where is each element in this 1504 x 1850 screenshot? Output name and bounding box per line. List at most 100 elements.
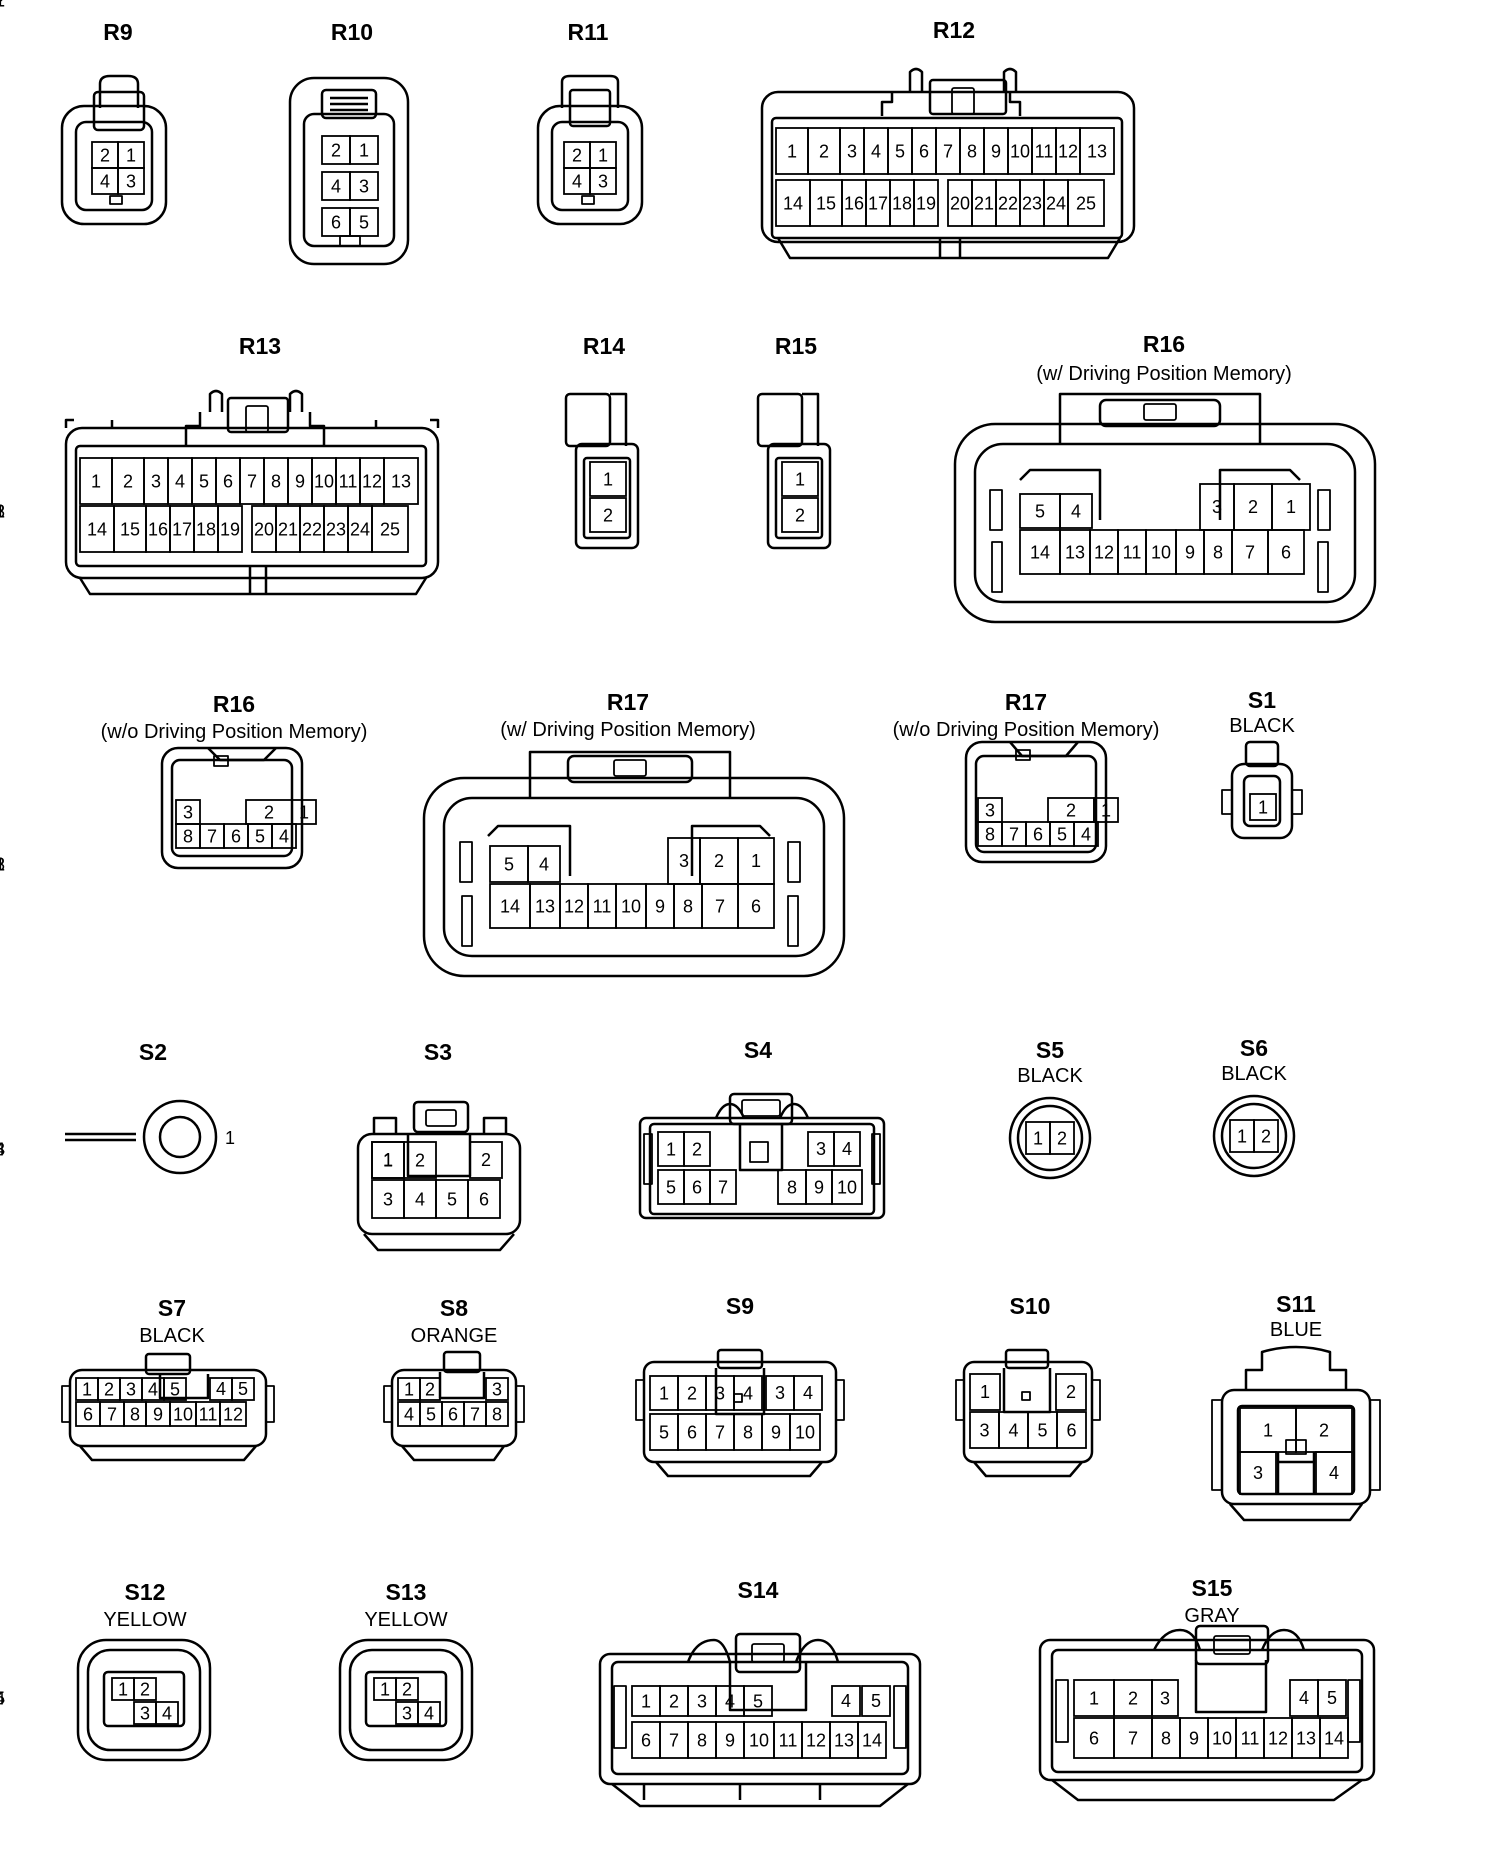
r17b-latch-notch	[1009, 741, 1079, 758]
pin-number: 1	[359, 141, 369, 161]
pin-number: 4	[415, 1190, 425, 1210]
connector-note: BLUE	[1270, 1319, 1322, 1341]
pin-cell	[831, 1169, 863, 1205]
s10-side-lug	[955, 1379, 965, 1421]
s8-skirt	[401, 1445, 506, 1462]
pin-number: 9	[1189, 1729, 1199, 1749]
pin-number: 3	[140, 1704, 150, 1724]
pin-number: 7	[715, 1423, 725, 1443]
connector-note: ORANGE	[411, 1325, 498, 1347]
pin-number: 12	[806, 1731, 826, 1751]
s15-side-rib	[1347, 1679, 1361, 1743]
connector-label: R17	[1005, 689, 1047, 715]
connector-note: YELLOW	[103, 1609, 186, 1631]
pin-number: 3	[979, 1421, 989, 1441]
pin-number: 3	[183, 803, 193, 823]
pin-number: 5	[1035, 502, 1045, 522]
pin-number: 4	[871, 142, 881, 162]
r17a-side-slot	[461, 895, 473, 947]
pin-number: 5	[426, 1405, 436, 1425]
r12-face	[770, 116, 1124, 240]
pin-number: 8	[271, 472, 281, 492]
s14-skirt-ribs	[642, 1784, 822, 1800]
pin-number: 3	[697, 1692, 707, 1712]
pin-number: 2	[0, 855, 5, 875]
connector-label: R14	[583, 333, 625, 359]
pin-number: 2	[331, 141, 341, 161]
pin-number: 7	[1245, 543, 1255, 563]
pin-number: 4	[1299, 1688, 1309, 1708]
pin-number: 4	[743, 1384, 753, 1404]
s10-key	[1021, 1391, 1031, 1401]
pin-number: 6	[751, 897, 761, 917]
s6-inner-ring	[1220, 1102, 1288, 1170]
r16a-latch-tab	[1143, 403, 1177, 421]
r10-housing	[288, 76, 410, 266]
pin-number: 9	[991, 142, 1001, 162]
pin-number: 7	[718, 1178, 728, 1198]
pin-number: 1	[751, 851, 761, 871]
pin-number: 8	[683, 897, 693, 917]
pin-number: 9	[153, 1405, 163, 1425]
pin-number: 4	[725, 1692, 735, 1712]
pin-number: 1	[0, 0, 5, 11]
pin-number: 3	[402, 1704, 412, 1724]
pin-number: 4	[216, 1379, 226, 1399]
pin-cell	[833, 1131, 861, 1167]
r17a-latch-frame	[528, 750, 732, 798]
pin-number: 8	[1161, 1729, 1171, 1749]
r12-ribs	[880, 92, 1022, 116]
pin-cell	[1056, 1411, 1087, 1449]
pin-number: 13	[1296, 1729, 1316, 1749]
pin-number: 2	[104, 1380, 114, 1400]
pin-number: 12	[223, 1405, 243, 1425]
r12-skirt	[776, 237, 1122, 260]
pin-number: 6	[1089, 1729, 1099, 1749]
pin-cell	[485, 1401, 509, 1427]
pin-number: 10	[314, 472, 334, 492]
pin-number: 3	[0, 1140, 5, 1160]
pin-number: 1	[91, 472, 101, 492]
s15-housing	[1038, 1638, 1376, 1782]
connector-label: R17	[607, 689, 649, 715]
s5-inner-ring	[1016, 1104, 1084, 1172]
connector-label: S14	[738, 1577, 779, 1603]
pin-cell	[1317, 1679, 1347, 1717]
s15-latch-tab	[1213, 1635, 1251, 1655]
pin-number: 2	[669, 1692, 679, 1712]
pin-number: 7	[247, 472, 257, 492]
s9-side-lug	[635, 1379, 645, 1421]
pin-number: 7	[107, 1405, 117, 1425]
pin-number: 5	[1327, 1688, 1337, 1708]
connector-note: BLACK	[1229, 715, 1295, 737]
connector-label: S9	[726, 1293, 754, 1319]
r17b-housing	[964, 740, 1108, 864]
r13-center-divider	[248, 566, 268, 594]
pin-number: 9	[655, 897, 665, 917]
s3-housing	[356, 1132, 522, 1236]
pin-number: 1	[659, 1384, 669, 1404]
pin-number: 11	[199, 1405, 218, 1425]
connector-label: R16	[1143, 331, 1185, 357]
pin-cell	[349, 171, 379, 201]
s3-latch-tab	[425, 1109, 457, 1127]
pin-number: 4	[175, 472, 185, 492]
connector-note: GRAY	[1184, 1605, 1239, 1627]
r16b-latch-tab	[213, 755, 229, 767]
r17a-side-rib	[787, 841, 801, 883]
pin-number: 2	[819, 142, 829, 162]
pin-number: 1	[1033, 1129, 1043, 1149]
pin-number: 25	[1076, 194, 1096, 214]
pin-number: 6	[479, 1190, 489, 1210]
pin-number: 14	[862, 1731, 882, 1751]
pin-number: 3	[1212, 497, 1222, 517]
r14-face	[582, 456, 632, 540]
s4-housing	[638, 1116, 886, 1220]
r15-face	[774, 456, 824, 540]
pin-number: 4	[1071, 502, 1081, 522]
pin-number: 2	[1319, 1421, 1329, 1441]
pin-cell	[589, 461, 627, 497]
s1-side-lug	[1221, 789, 1233, 815]
pin-number: 21	[278, 520, 298, 540]
r16a-latch-frame	[1058, 392, 1262, 444]
